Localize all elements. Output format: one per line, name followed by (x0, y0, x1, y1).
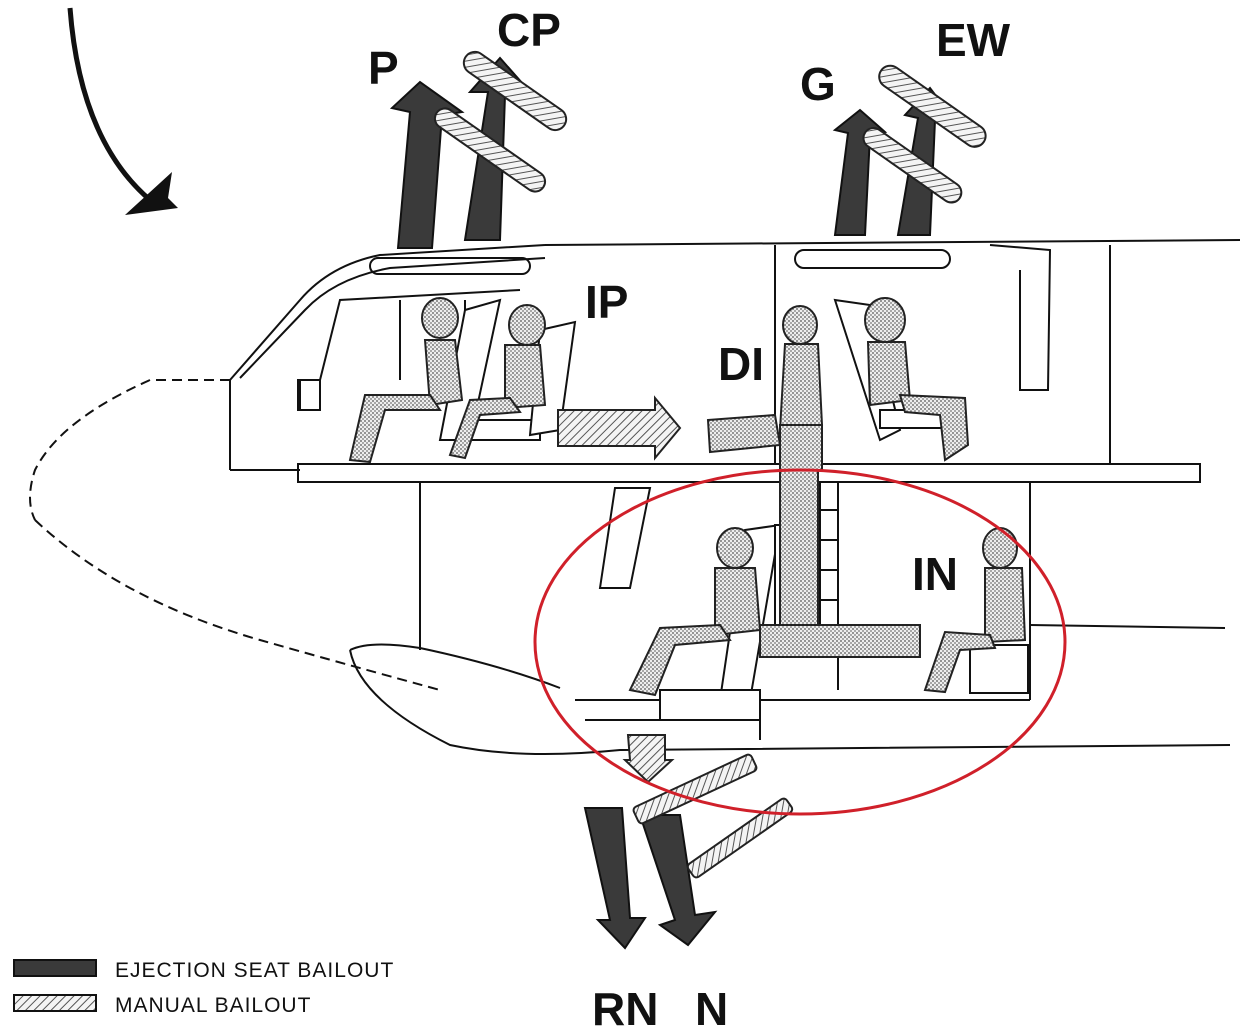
legend-ejection-swatch (13, 959, 97, 977)
label-gunner: G (800, 58, 836, 110)
label-radar-navigator: RN (592, 983, 658, 1030)
label-electronic-warfare: EW (936, 14, 1011, 66)
crew-figures (348, 297, 1027, 697)
legend: EJECTION SEAT BAILOUT MANUAL BAILOUT (13, 959, 394, 1017)
label-copilot: CP (497, 4, 561, 56)
crew-copilot-figure (448, 304, 547, 460)
highlight-circle (533, 468, 1067, 816)
curved-motion-arrow (67, 7, 178, 215)
label-navigator: N (695, 983, 728, 1030)
crew-pilot-figure (348, 297, 464, 464)
position-labels: P CP IP G EW DI IN RN N (368, 4, 1011, 1030)
crew-electronic-warfare-figure (864, 297, 970, 462)
ejection-hatch-ghosts (433, 50, 987, 204)
label-pilot: P (368, 42, 399, 94)
label-instructor-pilot: IP (585, 276, 628, 328)
crew-instructor-navigator-figure (923, 527, 1027, 694)
manual-bailout-arrows (557, 395, 682, 784)
label-instructor-navigator: IN (912, 548, 958, 600)
label-defensive-instructor: DI (718, 338, 764, 390)
crew-defensive-instructor-figure (706, 305, 824, 471)
legend-manual-label: MANUAL BAILOUT (115, 994, 311, 1017)
ejection-arrows-down (583, 753, 794, 950)
legend-ejection-label: EJECTION SEAT BAILOUT (115, 959, 394, 982)
crew-lower-left-figure (628, 527, 762, 697)
watermark: 搜狐号@北雁自南归 (990, 985, 1224, 1015)
legend-manual-swatch (13, 994, 97, 1012)
